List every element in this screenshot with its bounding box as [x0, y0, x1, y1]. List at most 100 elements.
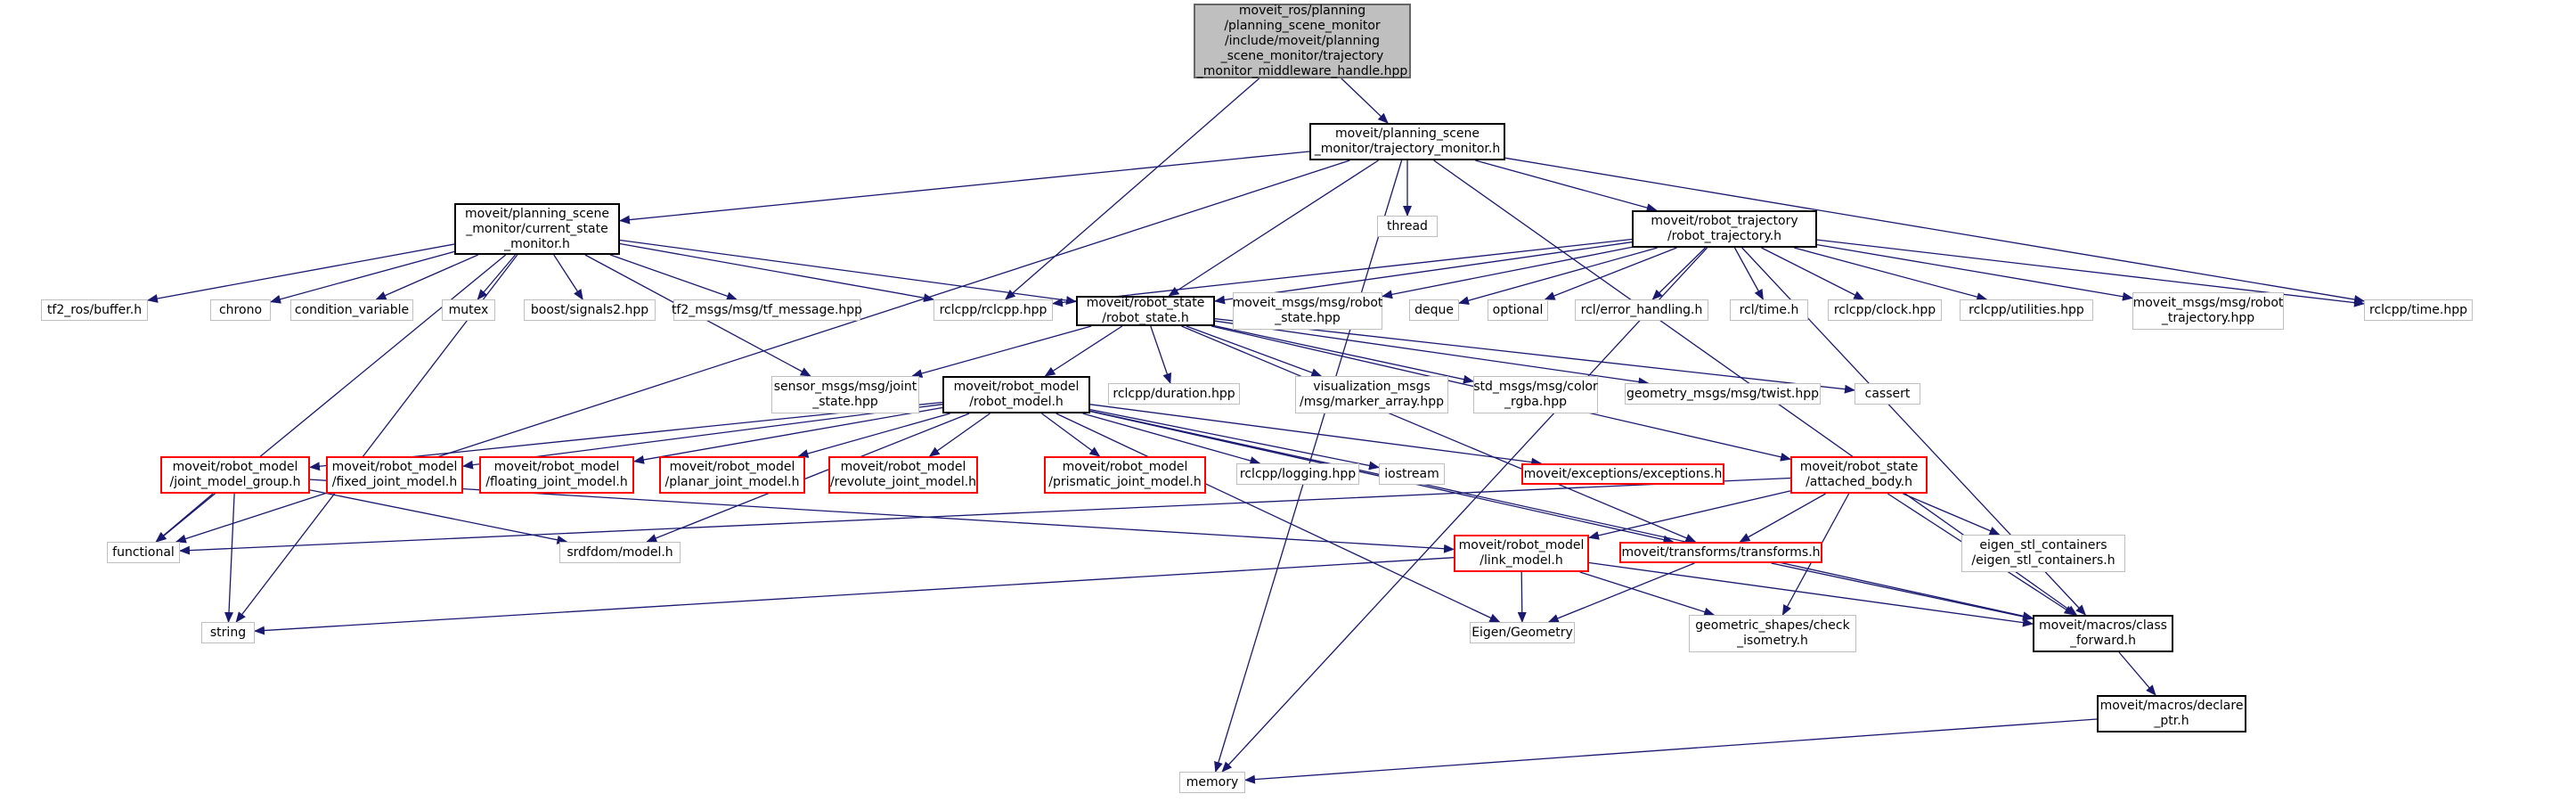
edge-tmon-to-csm [619, 151, 1310, 225]
node-rtraj: moveit/robot_trajectory /robot_trajector… [1632, 210, 1817, 248]
node-rclcpp: rclcpp/rclcpp.hpp [933, 299, 1053, 321]
node-csm: moveit/planning_scene _monitor/current_s… [454, 203, 620, 255]
edge-rstate-to-cassert [1214, 318, 1855, 394]
node-rtmsg: moveit_msgs/msg/robot _trajectory.hpp [2132, 292, 2284, 330]
node-utils: rclcpp/utilities.hpp [1960, 299, 2093, 321]
node-jsmsg: sensor_msgs/msg/joint _state.hpp [771, 376, 919, 413]
node-revolute: moveit/robot_model /revolute_joint_model… [828, 456, 978, 494]
edge-rmodel-to-revolute [928, 413, 990, 457]
node-rcltimehpp: rclcpp/time.hpp [2364, 299, 2473, 321]
edge-rmodel-to-logging [1082, 413, 1261, 465]
edge-rmodel-to-iostream [1089, 408, 1380, 471]
edge-root-to-tmon [1341, 78, 1389, 124]
node-rstate: moveit/robot_state /robot_state.h [1076, 296, 1215, 326]
node-memory: memory [1179, 772, 1245, 793]
edge-csm-to-rclcpp [619, 242, 934, 303]
node-chrono: chrono [210, 299, 271, 321]
node-deque: deque [1409, 299, 1459, 321]
node-condvar: condition_variable [290, 299, 413, 321]
edge-rstate-to-vizmsg [1186, 325, 1323, 377]
edge-rmodel-to-eigengeo [1056, 413, 1501, 623]
edge-classfwd-to-declptr [2118, 651, 2156, 696]
node-geoshapes: geometric_shapes/check _isometry.h [1689, 615, 1856, 652]
edge-tmon-to-rcltimehpp [1504, 157, 2365, 304]
node-functional: functional [107, 542, 180, 563]
edge-jmg-to-string [224, 493, 235, 623]
edge-transforms-to-classfwd [1771, 562, 2034, 621]
edge-linkmodel-to-eigengeo [1517, 571, 1527, 623]
node-tfmsg: tf2_msgs/msg/tf_message.hpp [672, 299, 862, 321]
node-floating: moveit/robot_model /floating_joint_model… [479, 456, 634, 494]
edge-rstate-to-rmodel [1044, 325, 1123, 377]
edge-linkmodel-to-classfwd [1588, 561, 2034, 627]
node-iostream: iostream [1379, 463, 1445, 485]
node-thread: thread [1377, 216, 1438, 237]
node-string: string [201, 622, 255, 643]
edge-csm-to-tfmsg [609, 254, 738, 301]
edge-csm-to-tf2buf [147, 243, 455, 303]
edge-rmodel-to-exceptions [1089, 404, 1543, 467]
edge-linkmodel-to-geoshapes [1579, 571, 1716, 617]
node-mutex: mutex [442, 299, 495, 321]
node-cassert: cassert [1855, 383, 1920, 405]
edge-transforms-to-eigengeo [1547, 562, 1695, 623]
edge-rtraj-to-rtmsg [1816, 243, 2133, 301]
node-rmodel: moveit/robot_model /robot_model.h [942, 376, 1090, 413]
node-colormsg: std_msgs/msg/color _rgba.hpp [1473, 376, 1598, 413]
edge-csm-to-rstate [619, 239, 1077, 305]
edge-tmon-to-rtraj [1475, 160, 1658, 212]
edge-rstate-to-colormsg [1214, 325, 1474, 384]
edge-csm-to-condvar [375, 254, 478, 300]
node-duration: rclcpp/duration.hpp [1108, 383, 1240, 405]
edge-rtraj-to-rstate [1214, 241, 1633, 305]
edge-jmg-to-srdf [309, 489, 568, 544]
node-rcltime: rcl/time.h [1730, 299, 1808, 321]
edge-rstate-to-duration [1150, 325, 1172, 384]
edge-rmodel-to-fixed [462, 404, 943, 470]
node-eigengeo: Eigen/Geometry [1470, 622, 1575, 643]
edge-attached-to-linkmodel [1588, 490, 1791, 540]
node-signals2: boost/signals2.hpp [524, 299, 656, 321]
edge-rmodel-to-classfwd [1089, 410, 2034, 621]
edge-rtraj-to-rclcpp [1052, 238, 1633, 307]
edge-rmodel-to-floating [633, 406, 943, 464]
node-root: moveit_ros/planning /planning_scene_moni… [1194, 4, 1411, 78]
node-rclerr: rcl/error_handling.h [1575, 299, 1708, 321]
edge-tmon-to-rstate [1168, 160, 1379, 297]
edge-attached-to-transforms [1739, 493, 1826, 543]
node-classfwd: moveit/macros/class _forward.h [2033, 615, 2173, 652]
node-vizmsg: visualization_msgs /msg/marker_array.hpp [1295, 376, 1448, 413]
edge-linkmodel-to-string [254, 557, 1455, 635]
node-jmg: moveit/robot_model /joint_model_group.h [160, 456, 310, 494]
edge-rmodel-to-prismatic [1041, 413, 1101, 457]
edge-rstate-to-transforms [1181, 325, 1697, 543]
edge-declptr-to-memory [1244, 718, 2098, 784]
edge-csm-to-signals2 [553, 254, 583, 300]
edge-csm-to-mutex [477, 254, 516, 300]
edge-rtraj-to-clock [1761, 247, 1865, 300]
edge-rtraj-to-memory [1221, 247, 1708, 773]
node-transforms: moveit/transforms/transforms.h [1619, 542, 1822, 563]
edge-attached-to-eigenstl [1903, 493, 2001, 536]
edge-root-to-rclcpp [1005, 78, 1260, 300]
node-fixed: moveit/robot_model /fixed_joint_model.h [326, 456, 463, 494]
node-declptr: moveit/macros/declare _ptr.h [2097, 695, 2246, 732]
edge-rstate-to-twist [1214, 320, 1650, 387]
node-tmon: moveit/planning_scene _monitor/trajector… [1309, 123, 1505, 160]
edge-rtraj-to-deque [1458, 247, 1658, 306]
node-eigenstl: eigen_stl_containers /eigen_stl_containe… [1961, 535, 2125, 572]
edge-csm-to-chrono [270, 250, 455, 304]
edge-rmodel-to-srdf [646, 413, 970, 543]
node-planar: moveit/robot_model /planar_joint_model.h [659, 456, 805, 494]
node-clock: rclcpp/clock.hpp [1828, 299, 1942, 321]
node-prismatic: moveit/robot_model /prismatic_joint_mode… [1044, 456, 1206, 494]
node-optional: optional [1488, 299, 1548, 321]
node-tf2buf: tf2_ros/buffer.h [41, 299, 148, 321]
edge-rtraj-to-rsmsg [1382, 246, 1633, 299]
edge-rtraj-to-rcltime [1733, 247, 1764, 300]
edge-rtraj-to-optional [1544, 247, 1677, 300]
edge-rtraj-to-rclerr [1651, 247, 1706, 300]
node-attached: moveit/robot_state /attached_body.h [1790, 456, 1928, 494]
